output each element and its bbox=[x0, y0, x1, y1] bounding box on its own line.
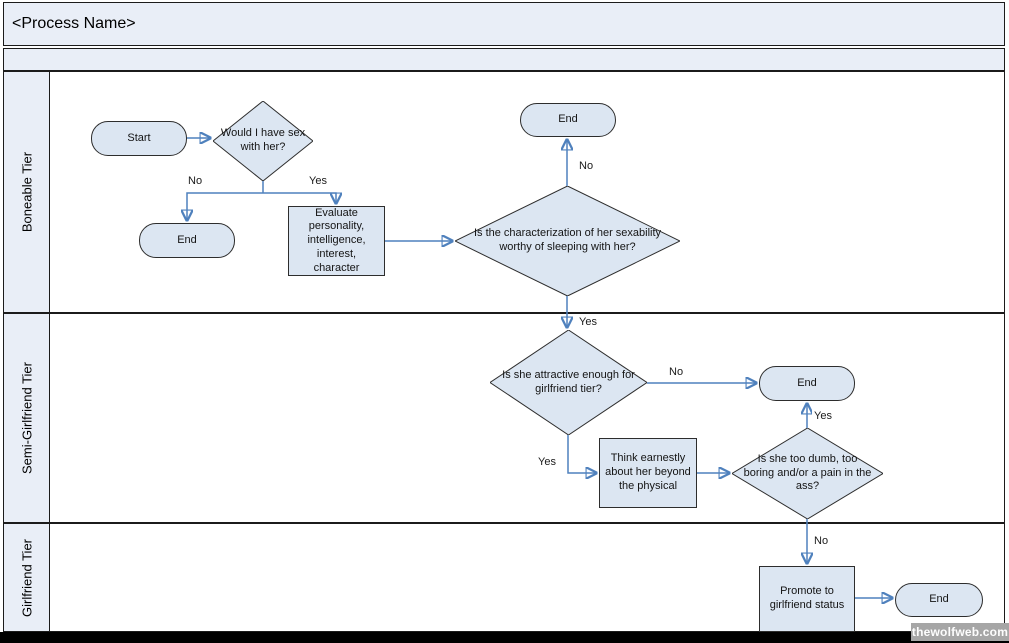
edge-label-too-dumb-yes: Yes bbox=[812, 410, 834, 422]
subtitle-band bbox=[3, 48, 1005, 71]
decision-characterization-label: Is the characterization of her sexabilit… bbox=[473, 227, 662, 253]
edge-label-attractive-yes: Yes bbox=[536, 456, 558, 468]
lane-boneable-tier: Boneable Tier bbox=[3, 71, 1005, 313]
lane-label-cell: Girlfriend Tier bbox=[4, 524, 50, 631]
decision-characterization: Is the characterization of her sexabilit… bbox=[455, 186, 680, 296]
lane-label-girlfriend: Girlfriend Tier bbox=[19, 538, 34, 617]
lane-semi-girlfriend-tier: Semi-Girlfriend Tier bbox=[3, 313, 1005, 523]
decision-attractive-label: Is she attractive enough for girlfriend … bbox=[502, 368, 635, 395]
process-evaluate-label: Evaluate personality, intelligence, inte… bbox=[307, 206, 366, 274]
lane-label-cell: Boneable Tier bbox=[4, 72, 50, 312]
diamond-shape bbox=[732, 428, 883, 519]
edge-label-attractive-no: No bbox=[667, 366, 686, 378]
end-node-boneable: End bbox=[139, 223, 235, 258]
edge-label-too-dumb-no: No bbox=[812, 535, 831, 547]
end-node-label: End bbox=[558, 113, 578, 126]
decision-attractive: Is she attractive enough for girlfriend … bbox=[490, 330, 647, 435]
process-title-band: <Process Name> bbox=[3, 2, 1005, 46]
decision-would-sex: Would I have sex with her? bbox=[213, 101, 313, 181]
start-node-label: Start bbox=[127, 131, 151, 144]
edge-label-characterization-no: No bbox=[577, 160, 596, 172]
end-node-label: End bbox=[177, 233, 197, 246]
process-promote: Promote to girlfriend status bbox=[759, 566, 855, 632]
watermark: thewolfweb.com bbox=[911, 623, 1009, 641]
process-title: <Process Name> bbox=[12, 15, 136, 32]
process-think: Think earnestly about her beyond the phy… bbox=[599, 438, 697, 508]
process-think-label: Think earnestly about her beyond the phy… bbox=[605, 452, 691, 492]
lane-label-boneable: Boneable Tier bbox=[19, 151, 34, 233]
edge-label-characterization-yes: Yes bbox=[577, 316, 599, 328]
diamond-shape bbox=[455, 186, 680, 296]
edge-label-would-sex-no: No bbox=[186, 175, 205, 187]
decision-too-dumb-label: Is she too dumb, too boring and/or a pai… bbox=[743, 452, 872, 493]
decision-would-sex-label: Would I have sex with her? bbox=[220, 127, 306, 153]
process-evaluate: Evaluate personality, intelligence, inte… bbox=[288, 206, 385, 276]
decision-too-dumb: Is she too dumb, too boring and/or a pai… bbox=[732, 428, 883, 519]
end-node-label: End bbox=[929, 593, 949, 606]
end-node-attractive: End bbox=[759, 366, 855, 401]
end-node-label: End bbox=[797, 376, 817, 389]
bottom-border-bar bbox=[0, 632, 1009, 643]
process-promote-label: Promote to girlfriend status bbox=[769, 585, 845, 611]
edge-label-would-sex-yes: Yes bbox=[307, 175, 329, 187]
diamond-shape bbox=[490, 330, 647, 435]
end-node-final: End bbox=[895, 583, 983, 617]
diamond-shape bbox=[213, 101, 313, 181]
end-node-characterization: End bbox=[520, 103, 616, 137]
lane-label-cell: Semi-Girlfriend Tier bbox=[4, 314, 50, 522]
lane-label-semi-girlfriend: Semi-Girlfriend Tier bbox=[19, 362, 34, 474]
start-node: Start bbox=[91, 121, 187, 156]
